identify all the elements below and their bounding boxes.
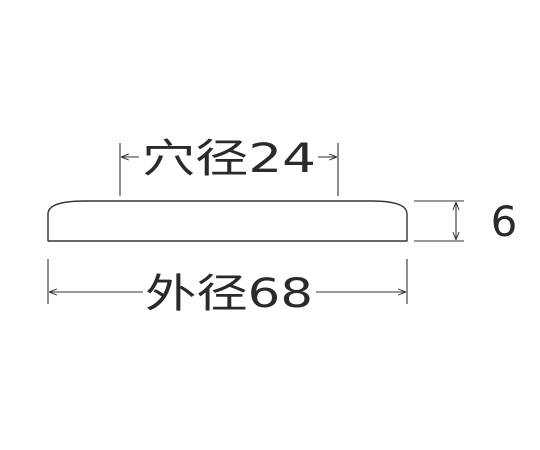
hole-diameter-label: 穴径24	[142, 136, 316, 182]
outer-diameter-dimension: 外径68	[47, 259, 408, 317]
outer-diameter-label: 外径68	[145, 271, 313, 317]
thickness-label: 6	[491, 197, 518, 246]
hole-diameter-dimension: 穴径24	[119, 136, 339, 196]
thickness-dimension: 6	[414, 197, 517, 246]
part-profile	[47, 200, 408, 242]
